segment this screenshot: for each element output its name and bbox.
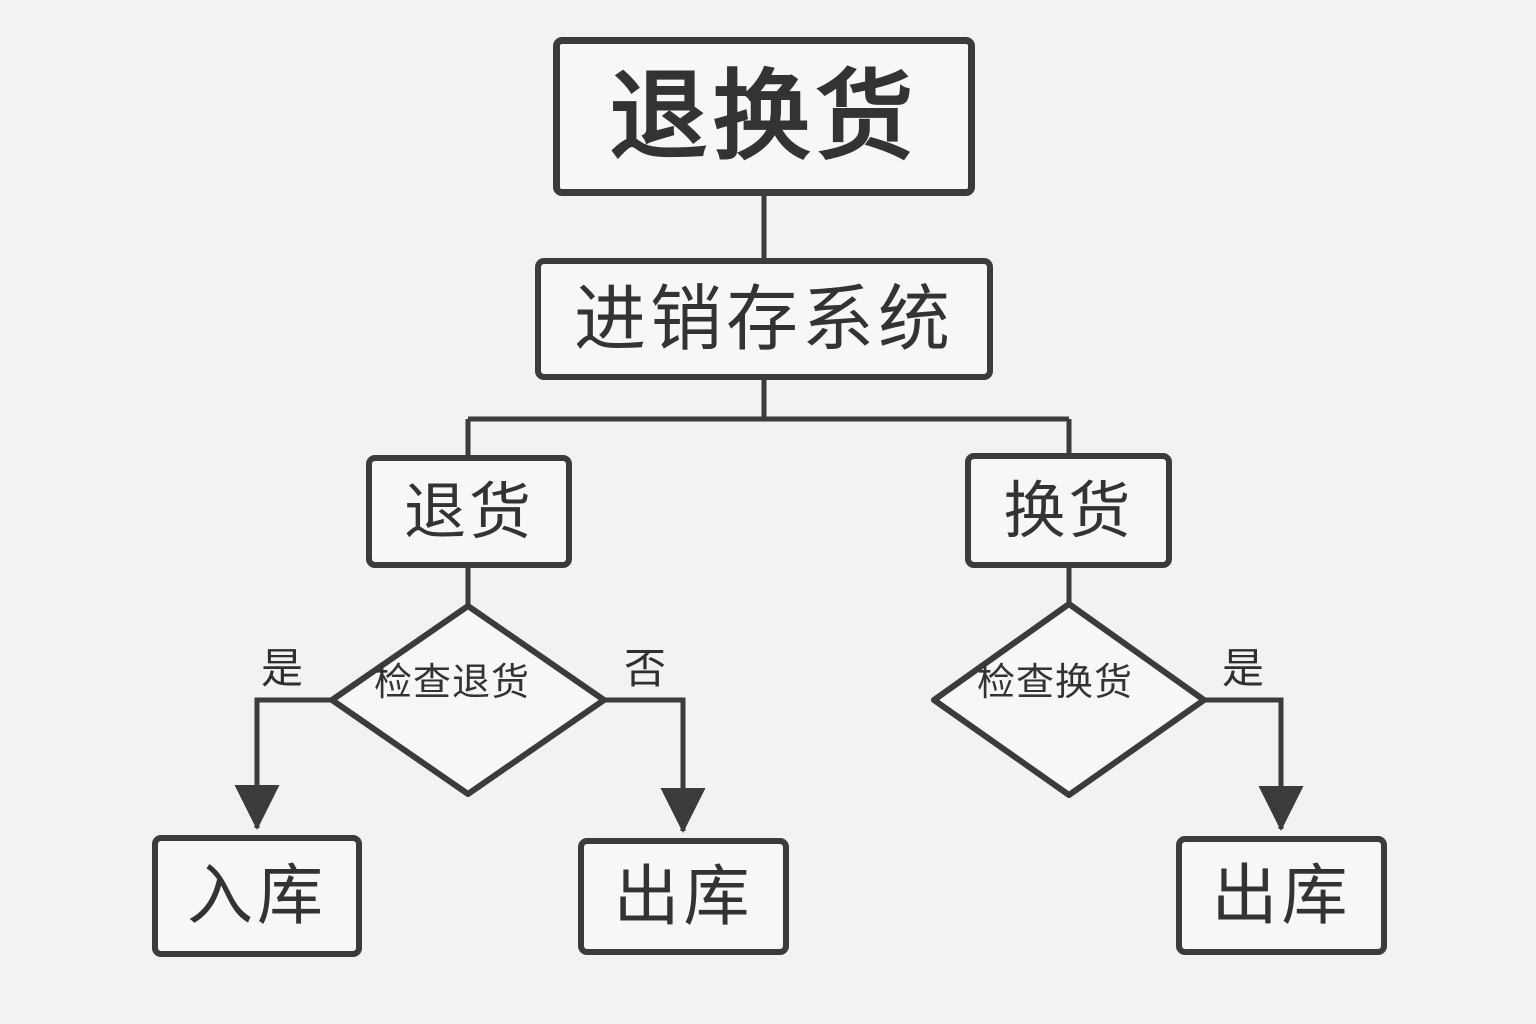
node-returns-exchanges[interactable]: 退换货 [553, 37, 975, 196]
edge-check-return-no [604, 697, 706, 833]
node-exchange-goods[interactable]: 换货 [965, 453, 1172, 568]
node-stock-out-return[interactable]: 出库 [578, 838, 789, 955]
node-return-goods[interactable]: 退货 [366, 455, 572, 568]
edge-check-return-yes [234, 697, 332, 830]
node-stock-out-exchange[interactable]: 出库 [1176, 836, 1387, 955]
diamond-check-exchange [931, 601, 1207, 798]
edge-label-check-return-no: 否 [624, 644, 667, 693]
diamond-check-return [329, 603, 607, 797]
node-inventory-system[interactable]: 进销存系统 [535, 258, 993, 380]
edge-check-exchange-yes [1204, 697, 1304, 831]
node-check-return-label[interactable]: 检查退货 [374, 660, 531, 704]
node-check-exchange-label[interactable]: 检查换货 [977, 660, 1134, 704]
edge-label-check-return-yes: 是 [261, 644, 304, 693]
node-stock-in[interactable]: 入库 [152, 835, 362, 957]
edge-label-check-exchange-yes: 是 [1222, 644, 1265, 693]
